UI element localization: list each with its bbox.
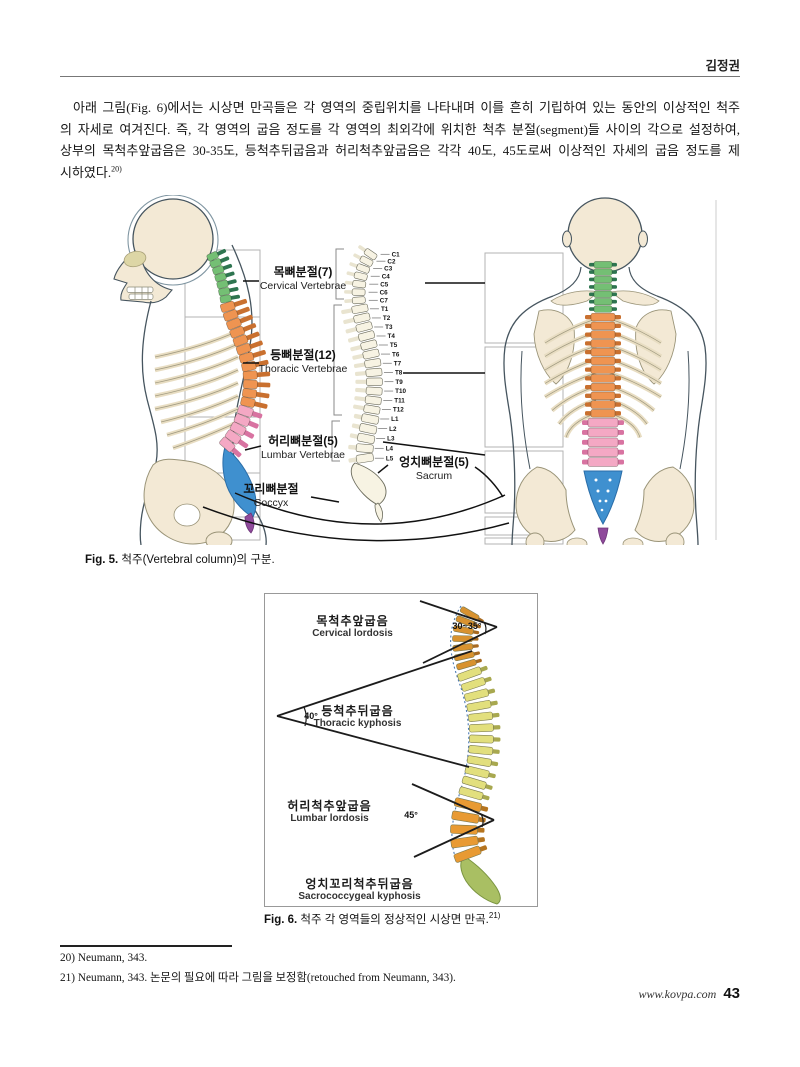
svg-text:T10: T10 <box>395 388 406 395</box>
svg-text:T5: T5 <box>390 342 398 349</box>
paragraph-line: 상부의 목척추앞굽음은 30-35도, 등척추뒤굽음과 허리척추앞굽음은 각각 … <box>60 143 740 158</box>
fig6-label-sacrococcygeal: 엉치꼬리척추뒤굽음 Sacrococcygeal kyphosis <box>298 877 421 903</box>
teeth <box>126 286 154 300</box>
fig5-label-cervical: 목뼈분절(7) Cervical Vertebrae <box>235 265 371 293</box>
fig6-caption: Fig. 6. 척주 각 영역들의 정상적인 시상면 만곡.21) <box>264 911 501 926</box>
svg-text:C1: C1 <box>392 251 401 258</box>
leader-lines <box>202 280 510 542</box>
fig5-label-lumbar: 허리뼈분절(5) Lumbar Vertebrae <box>235 434 371 462</box>
svg-text:T4: T4 <box>388 333 396 340</box>
fig6-label-lumbar: 허리척추앞굽음 Lumbar lordosis <box>287 799 372 825</box>
paragraph-line: 의 자세로 여겨진다. 즉, 각 영역의 굽음 정도를 각 영역의 최외각에 위… <box>60 121 740 137</box>
svg-text:L2: L2 <box>389 426 397 433</box>
scapula-left <box>533 309 575 385</box>
fig6-angle-thoracic: 40° <box>304 711 318 721</box>
fig5-label-lumbar-en: Lumbar Vertebrae <box>260 449 346 461</box>
callout-boxes-right <box>484 252 564 545</box>
fig6-sacrum <box>460 855 501 905</box>
spine-posterior-colored <box>582 261 624 467</box>
mid-spine-brackets <box>331 248 344 462</box>
svg-text:T9: T9 <box>395 379 403 386</box>
vertebra-labels: C1C2C3C4C5C6C7T1T2T3T4T5T6T7T8T9T10T11T1… <box>368 251 406 462</box>
footer-page-number: 43 <box>723 985 740 1002</box>
svg-text:L5: L5 <box>386 455 394 462</box>
paragraph-line: 시하였다.20) <box>60 164 122 180</box>
front-outline <box>139 300 158 545</box>
svg-text:T6: T6 <box>392 351 400 358</box>
svg-text:C6: C6 <box>380 289 389 296</box>
scapula-right <box>635 309 677 385</box>
figure6: 목척추앞굽음 Cervical lordosis 등척추뒤굽음 Thoracic… <box>264 593 538 907</box>
pelvis-posterior <box>515 466 695 545</box>
svg-text:C4: C4 <box>382 273 391 280</box>
anterior-dotted-line <box>450 605 470 865</box>
fig6-angle-cervical: 30~35° <box>452 621 482 631</box>
header-rule <box>60 76 740 77</box>
footnote-21: 21) Neumann, 343. 논문의 필요에 따라 그림을 보정함(ret… <box>60 972 456 984</box>
pelvis-lateral <box>143 458 235 545</box>
fig5-label-cervical-kr: 목뼈분절(7) <box>273 265 333 279</box>
footnote-rule <box>60 945 232 947</box>
svg-text:T1: T1 <box>381 306 389 313</box>
svg-text:T7: T7 <box>394 360 402 367</box>
svg-text:L3: L3 <box>387 436 395 443</box>
fig6-label-cervical: 목척추앞굽음 Cervical lordosis <box>312 614 393 640</box>
footer-site: www.kovpa.com <box>638 987 717 1001</box>
fig6-illustration <box>276 600 501 905</box>
svg-text:L4: L4 <box>386 445 394 452</box>
fig5-label-lumbar-kr: 허리뼈분절(5) <box>268 434 338 448</box>
fig5-illustration: C1C2C3C4C5C6C7T1T2T3T4T5T6T7T8T9T10T11T1… <box>113 195 717 545</box>
spine-mid-bone <box>341 245 383 464</box>
svg-text:T8: T8 <box>395 370 403 377</box>
svg-text:L1: L1 <box>391 416 399 423</box>
fig5-label-coccyx: 꼬리뼈분절 Coccyx <box>228 482 314 510</box>
coccyx-posterior <box>597 527 609 545</box>
page-header-author: 김정권 <box>705 59 740 73</box>
fig6-footnote-marker: 21) <box>488 911 501 921</box>
svg-text:T11: T11 <box>394 398 405 405</box>
fig5-label-coccyx-kr: 꼬리뼈분절 <box>243 482 299 496</box>
fig5-label-coccyx-en: Coccyx <box>253 497 289 509</box>
lateral-skeleton <box>113 195 267 545</box>
paragraph-line: 아래 그림(Fig. 6)에서는 시상면 만곡들은 각 영역의 중립위치를 나타… <box>73 100 740 115</box>
footnote-20: 20) Neumann, 343. <box>60 952 148 964</box>
fig6-caption-label: Fig. 6. <box>264 914 298 926</box>
page-footer: www.kovpa.com 43 <box>639 985 740 1003</box>
svg-text:T2: T2 <box>383 315 391 322</box>
fig5-label-thoracic: 등뼈분절(12) Thoracic Vertebrae <box>235 348 371 376</box>
back-outline <box>231 244 267 545</box>
svg-text:C2: C2 <box>387 258 396 265</box>
fig5-label-thoracic-en: Thoracic Vertebrae <box>258 363 348 375</box>
footnote-marker: 20) <box>111 164 122 174</box>
fig5-label-cervical-en: Cervical Vertebrae <box>259 280 347 292</box>
fig5-label-sacrum-kr: 엉치뼈분절(5) <box>399 455 469 469</box>
fig6-angle-lumbar: 45° <box>404 810 418 820</box>
fig6-angle-lines <box>276 600 498 858</box>
fig5-label-thoracic-kr: 등뼈분절(12) <box>270 348 336 362</box>
coccyx-mid <box>374 502 384 523</box>
ribs-lateral <box>154 328 239 451</box>
svg-text:T12: T12 <box>393 407 404 414</box>
eye-socket <box>123 250 147 268</box>
body-paragraph: 아래 그림(Fig. 6)에서는 시상면 만곡들은 각 영역의 중립위치를 나타… <box>60 97 740 183</box>
sacrum-posterior <box>583 470 623 545</box>
fig5-label-sacrum-en: Sacrum <box>415 470 453 482</box>
svg-text:C7: C7 <box>380 297 389 304</box>
fig5-label-sacrum: 엉치뼈분절(5) Sacrum <box>388 455 480 483</box>
sacrum-mid <box>350 462 387 506</box>
fig6-label-thoracic: 등척추뒤굽음 Thoracic kyphosis <box>313 704 402 730</box>
svg-text:C5: C5 <box>380 281 389 288</box>
fig5-caption-label: Fig. 5. <box>85 554 119 566</box>
svg-text:C3: C3 <box>384 266 393 273</box>
fig6-spine <box>450 606 501 863</box>
svg-text:T3: T3 <box>385 324 393 331</box>
fig5-caption: Fig. 5. 척주(Vertebral column)의 구분. <box>85 554 275 566</box>
